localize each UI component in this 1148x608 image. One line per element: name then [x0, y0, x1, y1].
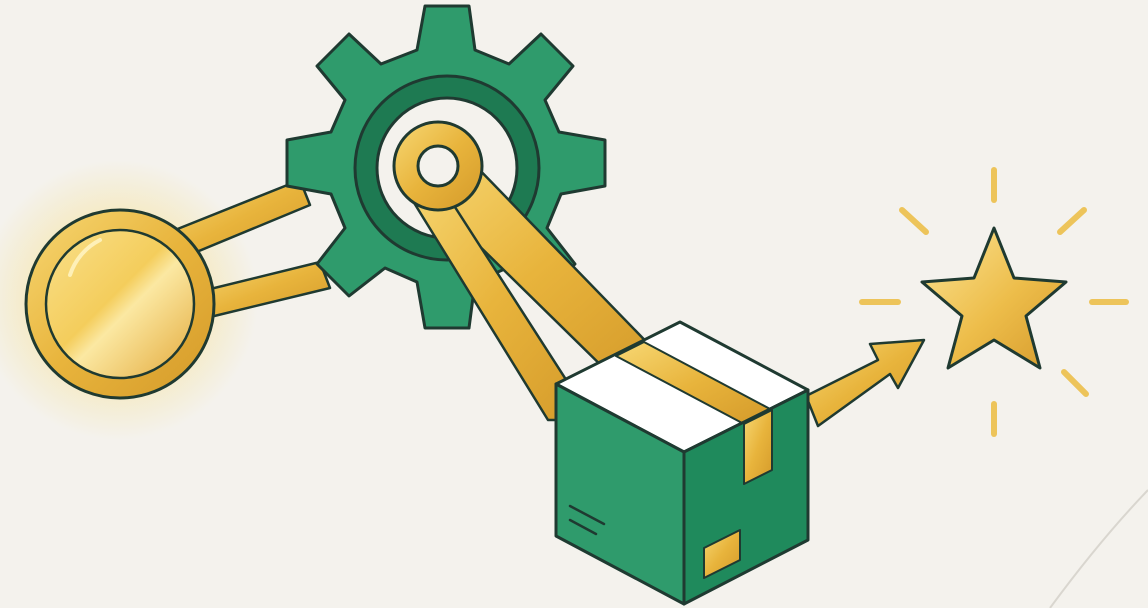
- coin-icon: [26, 210, 214, 398]
- box-to-star-arrow: [806, 340, 924, 426]
- paper-curl-line: [1050, 490, 1148, 608]
- package-box-icon: [556, 322, 808, 604]
- star-icon: [862, 170, 1126, 434]
